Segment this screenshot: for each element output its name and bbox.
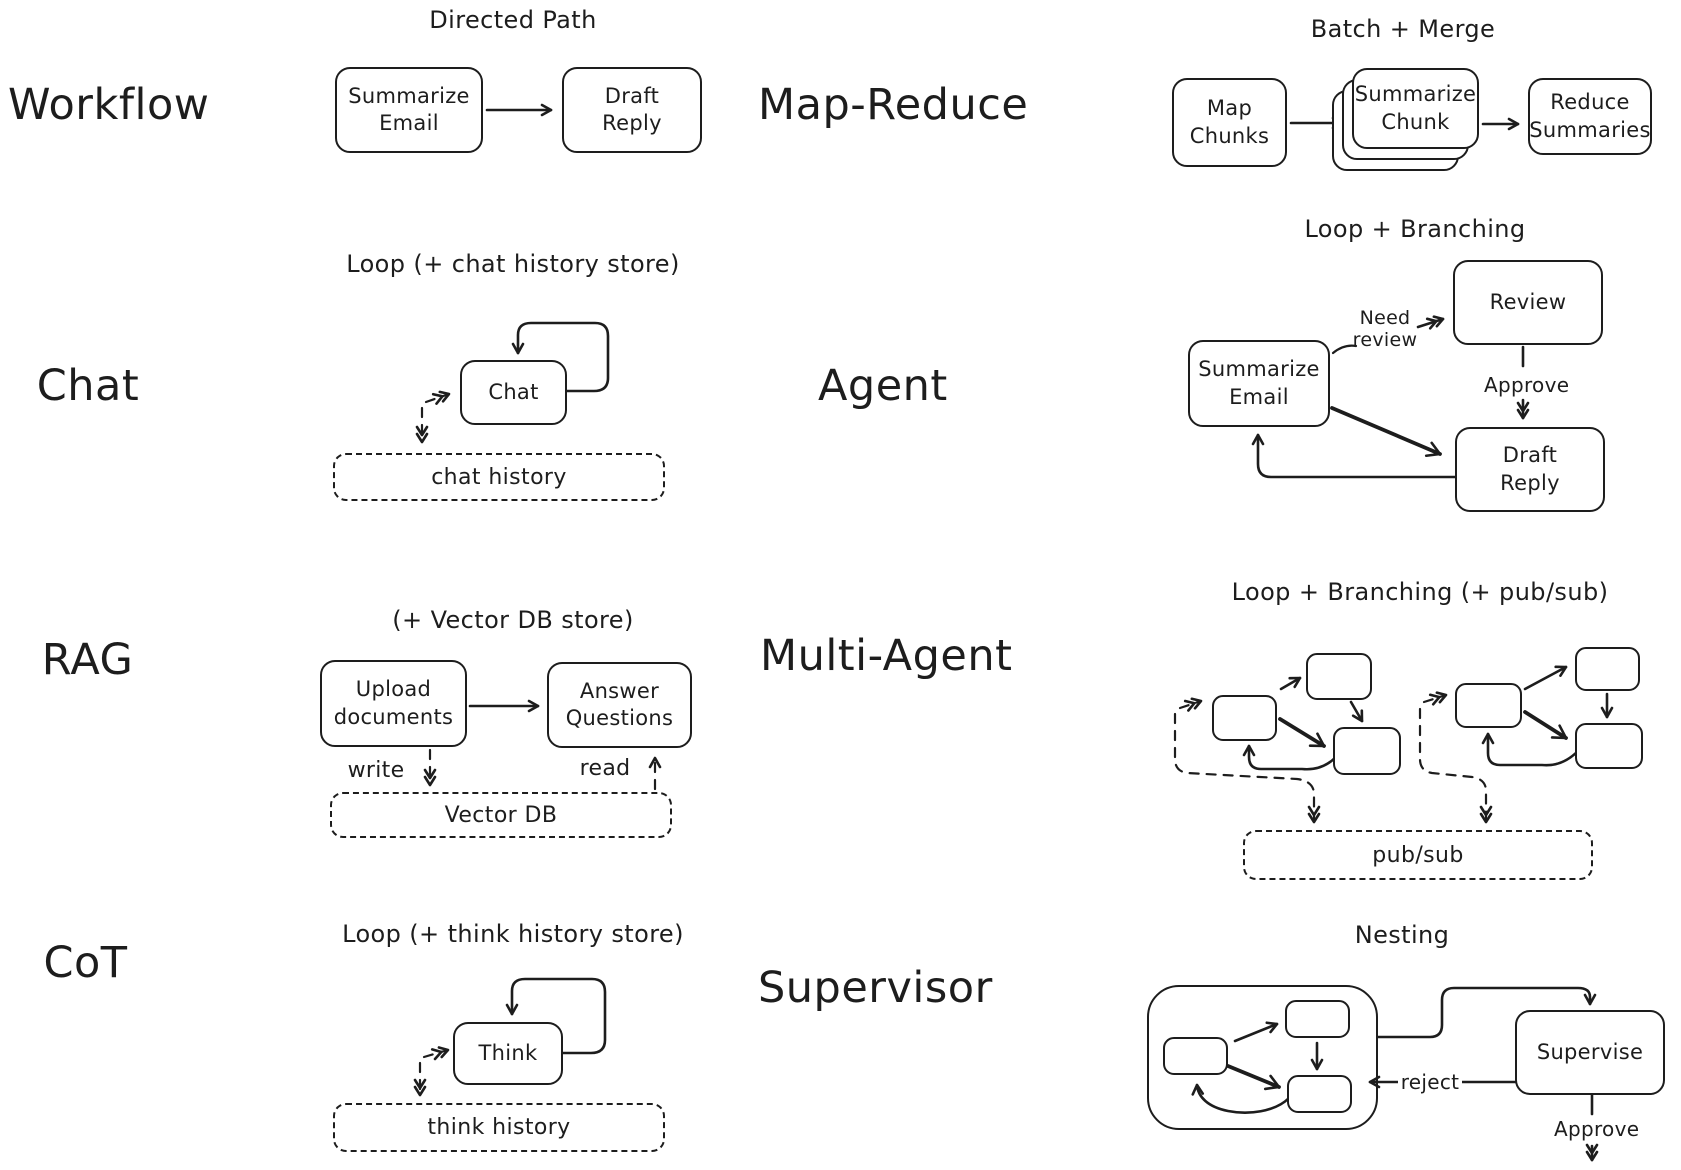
cot-node-think: Think bbox=[453, 1022, 563, 1085]
agent-wires bbox=[1251, 315, 1530, 479]
supervisor-node-supervise: Supervise bbox=[1515, 1010, 1665, 1095]
supervisor-inner-node-left bbox=[1163, 1037, 1228, 1075]
rag-vector-db-store: Vector DB bbox=[330, 792, 672, 838]
multi-agent-cluster2-node-left bbox=[1455, 683, 1522, 728]
chat-node-chat: Chat bbox=[460, 360, 567, 425]
agent-label: Agent bbox=[818, 361, 948, 411]
multi-agent-label: Multi-Agent bbox=[760, 631, 1013, 681]
multi-agent-cluster1-node-left bbox=[1212, 695, 1277, 741]
cot-title: Loop (+ think history store) bbox=[342, 920, 684, 948]
workflow-node-draft-reply: Draft Reply bbox=[562, 67, 702, 153]
agent-edge-approve-label: Approve bbox=[1484, 373, 1570, 397]
cot-think-history-store: think history bbox=[333, 1103, 665, 1152]
multi-agent-cluster2-node-bottom bbox=[1575, 723, 1643, 769]
agent-title: Loop + Branching bbox=[1304, 215, 1526, 243]
multi-agent-wires bbox=[1173, 665, 1614, 824]
map-reduce-node-map-chunks: Map Chunks bbox=[1172, 78, 1287, 167]
workflow-node-summarize-email: Summarize Email bbox=[335, 67, 483, 153]
supervisor-edge-reject-label: reject bbox=[1398, 1070, 1462, 1094]
map-reduce-node-summarize-chunk: Summarize Chunk bbox=[1352, 68, 1479, 149]
rag-edge-write-label: write bbox=[347, 758, 405, 783]
rag-title: (+ Vector DB store) bbox=[392, 606, 634, 634]
rag-node-upload-documents: Upload documents bbox=[320, 660, 467, 747]
rag-node-answer-questions: Answer Questions bbox=[547, 662, 692, 748]
rag-edge-read-label: read bbox=[579, 756, 631, 781]
multi-agent-pub-sub-store: pub/sub bbox=[1243, 830, 1593, 880]
supervisor-inner-node-top bbox=[1285, 1000, 1350, 1038]
chat-wires bbox=[415, 321, 610, 444]
supervisor-edge-approve-label: Approve bbox=[1554, 1117, 1640, 1141]
multi-agent-cluster2-node-top bbox=[1575, 647, 1640, 691]
workflow-title: Directed Path bbox=[429, 6, 597, 34]
cot-wires bbox=[413, 977, 607, 1097]
workflow-label: Workflow bbox=[8, 80, 210, 130]
agent-node-review: Review bbox=[1453, 260, 1603, 345]
chat-label: Chat bbox=[36, 361, 140, 411]
supervisor-inner-node-bottom bbox=[1287, 1075, 1352, 1113]
chat-history-store: chat history bbox=[333, 453, 665, 501]
agent-node-summarize-email: Summarize Email bbox=[1188, 340, 1330, 427]
multi-agent-cluster1-node-top bbox=[1306, 653, 1372, 700]
cot-label: CoT bbox=[43, 938, 128, 988]
agent-edge-need-review-label: Need review bbox=[1352, 307, 1418, 351]
agent-node-draft-reply: Draft Reply bbox=[1455, 427, 1605, 512]
map-reduce-node-reduce-summaries: Reduce Summaries bbox=[1528, 78, 1652, 155]
map-reduce-label: Map-Reduce bbox=[758, 80, 1029, 130]
chat-title: Loop (+ chat history store) bbox=[346, 250, 680, 278]
supervisor-label: Supervisor bbox=[758, 963, 993, 1013]
rag-wires bbox=[423, 699, 662, 791]
multi-agent-cluster1-node-bottom bbox=[1333, 727, 1401, 775]
supervisor-title: Nesting bbox=[1354, 921, 1450, 949]
rag-label: RAG bbox=[41, 635, 134, 685]
map-reduce-title: Batch + Merge bbox=[1310, 15, 1496, 43]
supervisor-nested-container bbox=[1147, 985, 1378, 1130]
multi-agent-title: Loop + Branching (+ pub/sub) bbox=[1231, 578, 1609, 606]
